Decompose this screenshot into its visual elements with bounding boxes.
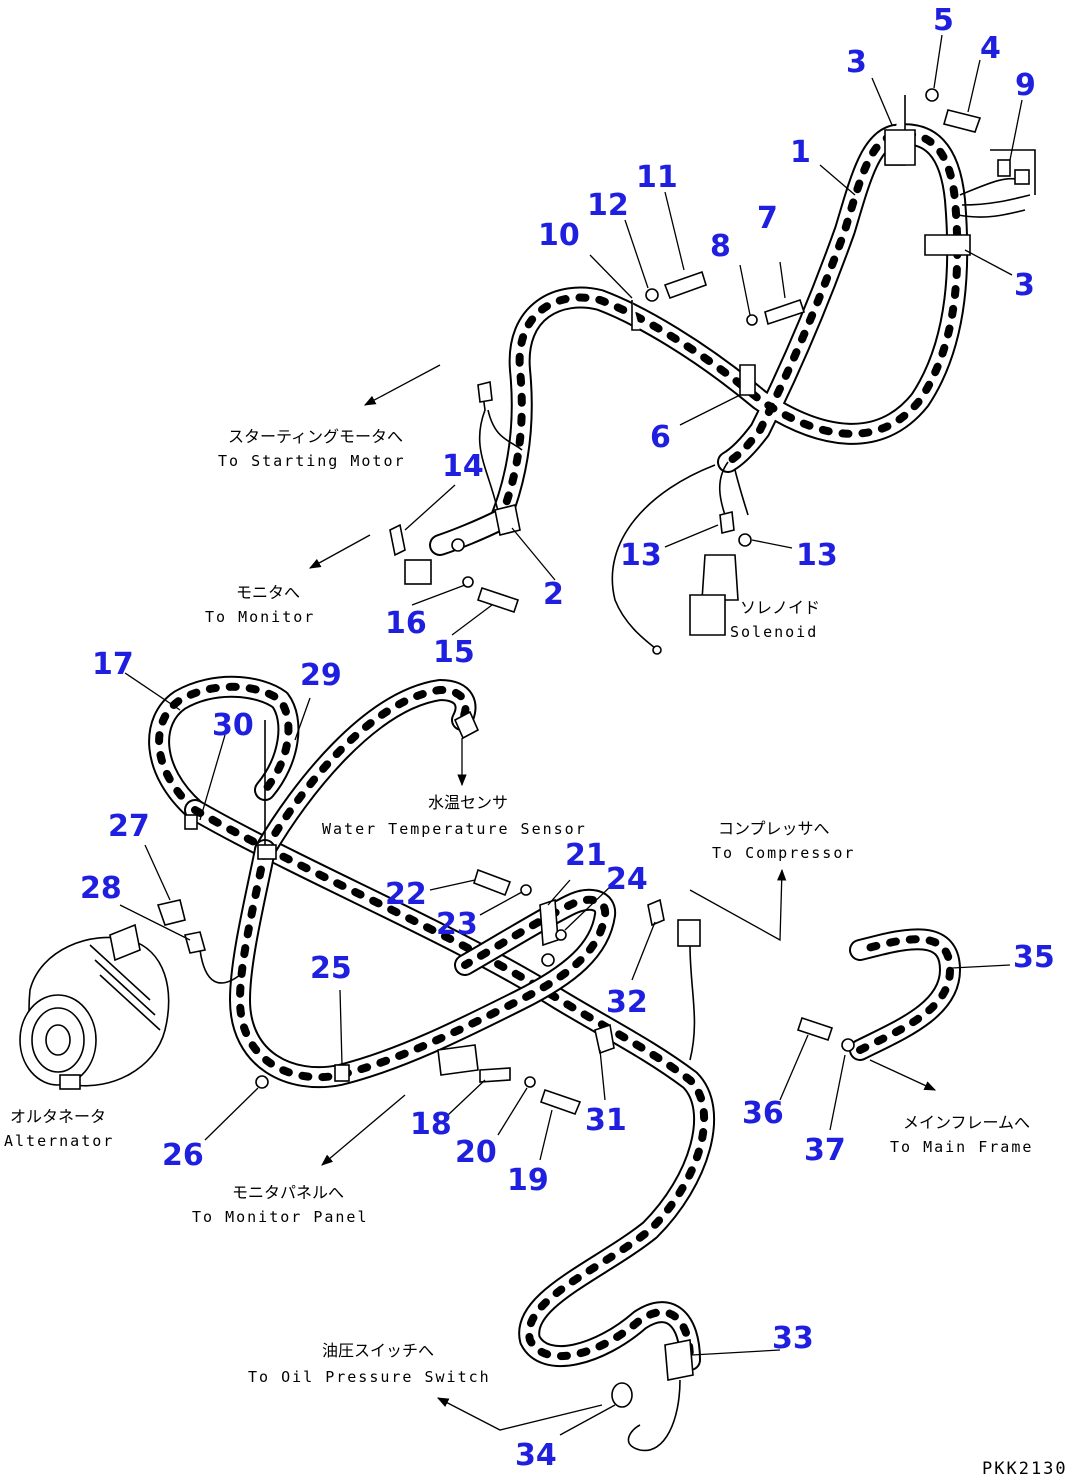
callout-34: 34	[515, 1438, 557, 1473]
callout-15: 15	[433, 635, 475, 670]
callout-12: 12	[587, 188, 629, 223]
callout-10: 10	[538, 218, 580, 253]
callout-29: 29	[300, 658, 342, 693]
solenoid-label-jp: ソレノイド	[740, 598, 820, 617]
destination-labels: スターティングモータへ To Starting Motor モニタへ To Mo…	[4, 427, 1068, 1479]
callout-7: 7	[757, 201, 778, 236]
main-frame-label-jp: メインフレームへ	[903, 1113, 1030, 1132]
callout-4: 4	[980, 31, 1001, 66]
callout-1: 1	[790, 135, 811, 170]
solenoid-label-en: Solenoid	[730, 623, 818, 641]
monitor-label-jp: モニタへ	[236, 583, 300, 602]
callout-14: 14	[442, 449, 484, 484]
callout-21: 21	[565, 838, 607, 873]
callout-16: 16	[385, 606, 427, 641]
callout-13a: 13	[620, 538, 662, 573]
lower-parts	[156, 710, 961, 1408]
callout-37: 37	[804, 1133, 846, 1168]
callout-28: 28	[80, 871, 122, 906]
callout-22: 22	[385, 877, 427, 912]
water-temp-label-jp: 水温センサ	[428, 793, 508, 812]
callout-33: 33	[772, 1321, 814, 1356]
monitor-panel-label-en: To Monitor Panel	[192, 1208, 369, 1226]
callout-9: 9	[1015, 68, 1036, 103]
callout-6: 6	[650, 420, 671, 455]
callout-17: 17	[92, 647, 134, 682]
upper-brackets	[389, 88, 1030, 655]
callout-35: 35	[1013, 940, 1055, 975]
callout-27: 27	[108, 809, 150, 844]
monitor-label-en: To Monitor	[205, 608, 315, 626]
oil-pressure-label-en: To Oil Pressure Switch	[248, 1368, 491, 1386]
main-frame-label-en: To Main Frame	[890, 1138, 1033, 1156]
callout-30: 30	[212, 708, 254, 743]
starting-motor-label-jp: スターティングモータへ	[228, 427, 403, 446]
lower-harness	[148, 675, 715, 1452]
callout-25: 25	[310, 951, 352, 986]
oil-pressure-label-jp: 油圧スイッチへ	[322, 1341, 434, 1360]
callout-36: 36	[742, 1096, 784, 1131]
callout-2: 2	[543, 577, 564, 612]
callout-23: 23	[436, 907, 478, 942]
callout-31: 31	[585, 1103, 627, 1138]
callout-26: 26	[162, 1138, 204, 1173]
alternator-label-en: Alternator	[4, 1132, 114, 1150]
callout-3a: 3	[846, 45, 867, 80]
callout-18: 18	[410, 1107, 452, 1142]
callout-19: 19	[507, 1163, 549, 1198]
compressor-label-en: To Compressor	[712, 844, 855, 862]
callout-11: 11	[636, 160, 678, 195]
water-temp-label-en: Water Temperature Sensor	[322, 820, 587, 838]
monitor-panel-label-jp: モニタパネルへ	[232, 1183, 344, 1202]
callout-8: 8	[710, 229, 731, 264]
drawing-code: PKK2130	[982, 1459, 1068, 1479]
callout-3b: 3	[1014, 268, 1035, 303]
callout-32: 32	[606, 985, 648, 1020]
callout-24: 24	[606, 862, 648, 897]
callout-20: 20	[455, 1135, 497, 1170]
callout-5: 5	[933, 3, 954, 38]
alternator-illustration	[19, 923, 170, 1090]
alternator-label-jp: オルタネータ	[10, 1107, 106, 1126]
starting-motor-label-en: To Starting Motor	[218, 452, 406, 470]
compressor-label-jp: コンプレッサへ	[718, 819, 830, 838]
leader-lines	[119, 34, 1023, 1436]
callout-numbers: 1 2 3 3 4 5 6 7 8 9 10 11 12 13 13 14 15…	[80, 3, 1055, 1473]
upper-harness	[429, 123, 1036, 649]
callout-13b: 13	[796, 538, 838, 573]
